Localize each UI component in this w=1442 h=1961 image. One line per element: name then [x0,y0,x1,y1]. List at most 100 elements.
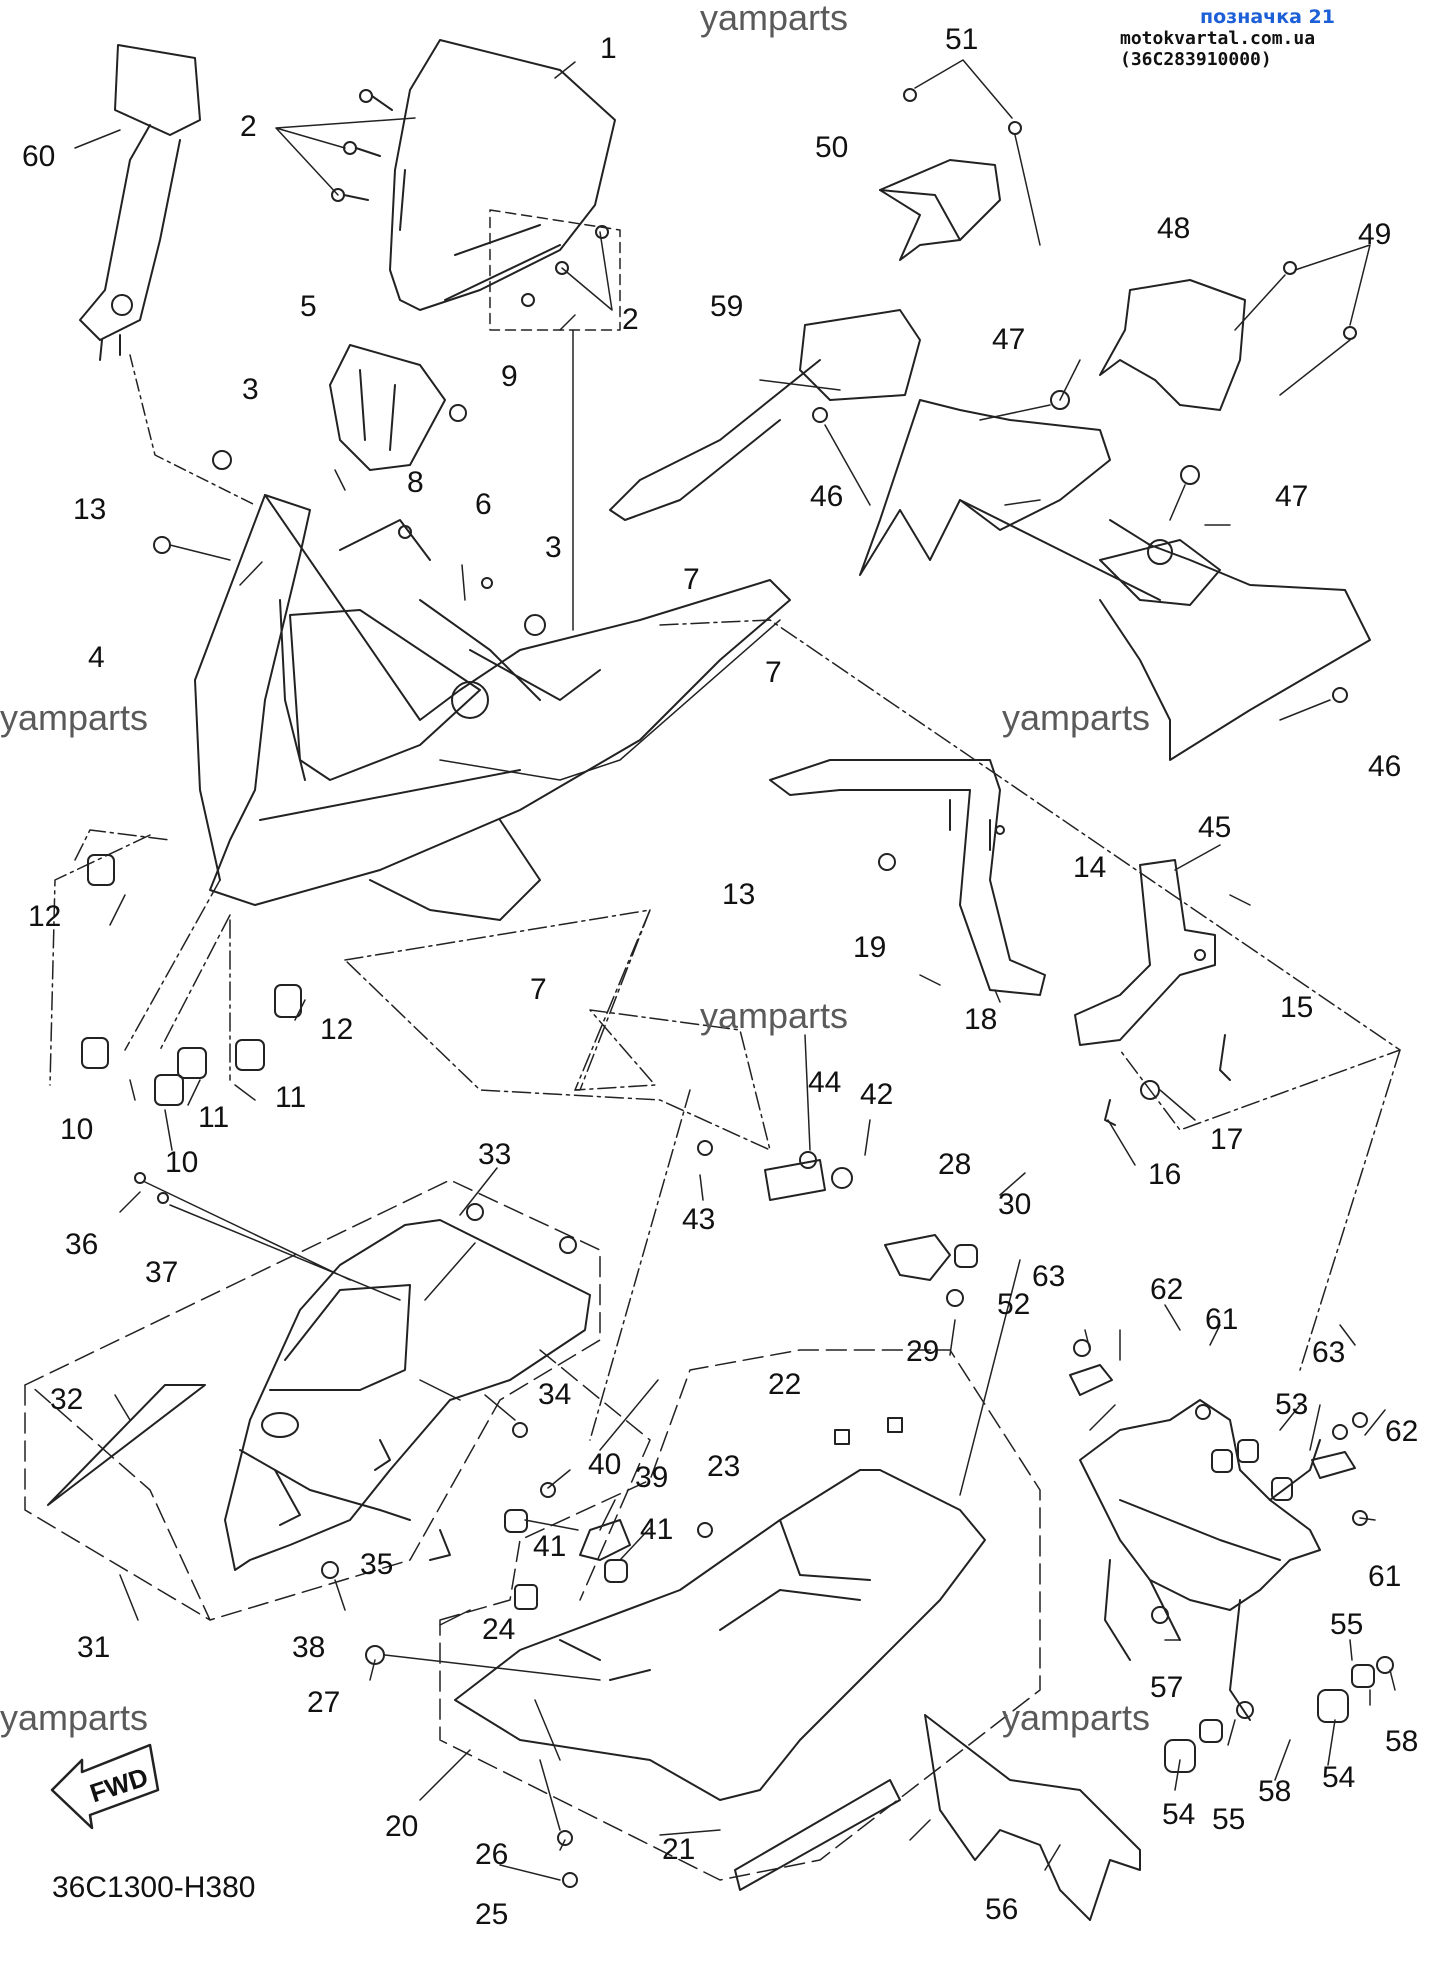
collar-icon [504,1509,528,1533]
forward-direction-marker: FWD [50,1743,160,1830]
part-number-label: 7 [530,973,547,1006]
part-number-label: 25 [475,1898,509,1931]
part-number-label: 10 [165,1146,199,1179]
washer-icon [557,1830,573,1846]
screw-icon [398,525,412,539]
nut-icon [799,1151,817,1169]
part-number-label: 58 [1258,1775,1292,1808]
part-number-label: 47 [1275,480,1309,513]
part-number-label: 59 [710,290,744,323]
part-number-label: 35 [360,1548,394,1581]
part-number-label: 10 [60,1113,94,1146]
part-number-label: 19 [853,931,887,964]
grommet-icon [212,450,232,470]
screw-icon [512,1422,528,1438]
nut-icon [887,1417,903,1433]
part-number-label: 16 [1148,1158,1182,1191]
part-number-label: 47 [992,323,1026,356]
washer-icon [157,1192,169,1204]
part-number-label: 48 [1157,212,1191,245]
nut-icon [1195,1404,1211,1420]
mirror-right-part [609,309,921,521]
screw-icon [697,1140,713,1156]
clip-icon [429,1529,451,1561]
side-cover-part [1099,279,1246,411]
watermark: yamparts [1002,1697,1151,1738]
part-number-label: 27 [307,1686,341,1719]
nut-icon [1352,1412,1368,1428]
part-number-label: 24 [482,1613,516,1646]
decal-stripe-part [734,1779,901,1891]
part-number-label: 63 [1032,1260,1066,1293]
screw-icon [540,1482,556,1498]
part-number-label: 60 [22,140,56,173]
screw-icon [1151,1606,1169,1624]
part-number-label: 12 [28,900,62,933]
damper-icon [1164,1739,1196,1773]
screw-icon [903,88,917,102]
part-number-label: 38 [292,1631,326,1664]
watermark: yamparts [0,697,149,738]
watermark: yamparts [700,0,849,38]
nut-icon [1332,1424,1348,1440]
upper-cowling-part [194,494,791,921]
grommet-icon [481,577,493,589]
stay-part [579,1519,631,1561]
clip-icon [514,1584,538,1610]
nut-icon [1352,1510,1368,1526]
part-number-label: 61 [1205,1303,1239,1336]
part-number-label: 63 [1312,1336,1346,1369]
part-number-label: 57 [1150,1671,1184,1704]
screw-icon [559,1236,577,1254]
part-number-label: 28 [938,1148,972,1181]
part-number-label: 46 [810,480,844,513]
part-number-label: 3 [242,373,259,406]
part-number-label: 5 [300,290,317,323]
part-number-label: 61 [1368,1560,1402,1593]
part-number-label: 29 [906,1335,940,1368]
part-number-label: 62 [1150,1273,1184,1306]
screw-icon [946,1289,964,1307]
bracket-part [884,1234,951,1281]
screw-icon [331,89,609,307]
clip-icon [374,1439,391,1471]
damper-icon [1069,1364,1113,1396]
part-number-label: 31 [77,1631,111,1664]
part-number-label: 18 [964,1003,998,1036]
part-number-label: 46 [1368,750,1402,783]
clip-icon [1219,1034,1231,1081]
inner-panel-right-part [859,399,1371,761]
stay-bracket-part [769,759,1046,996]
collar-icon [1351,1664,1375,1688]
part-number-label: 49 [1358,218,1392,251]
part-number-label: 51 [945,23,979,56]
screw-icon [1008,121,1022,135]
under-cover-part [924,1714,1141,1921]
screw-icon [1050,390,1070,410]
damper-icon [1311,1451,1356,1479]
watermark: yamparts [1002,697,1151,738]
part-number-label: 53 [1275,1388,1309,1421]
stay-part [764,1159,826,1201]
part-number-label: 15 [1280,991,1314,1024]
nut-icon [449,404,467,422]
collar-icon [1199,1719,1223,1743]
part-number-label: 17 [1210,1123,1244,1156]
screw-icon [1140,1080,1160,1100]
part-number-label: 39 [635,1461,669,1494]
nut-icon [834,1429,850,1445]
screw-icon [1283,261,1297,275]
screw-icon [134,1172,146,1184]
part-number-label: 58 [1385,1725,1419,1758]
part-number-label: 33 [478,1138,512,1171]
part-number-label: 32 [50,1383,84,1416]
grommet-icon [524,614,546,636]
part-number-label: 21 [662,1833,696,1866]
part-number-label: 12 [320,1013,354,1046]
part-number-label: 44 [808,1066,842,1099]
part-number-label: 13 [73,493,107,526]
part-number-label: 42 [860,1078,894,1111]
inner-panel-part [329,344,446,471]
part-number-label: 13 [722,878,756,911]
